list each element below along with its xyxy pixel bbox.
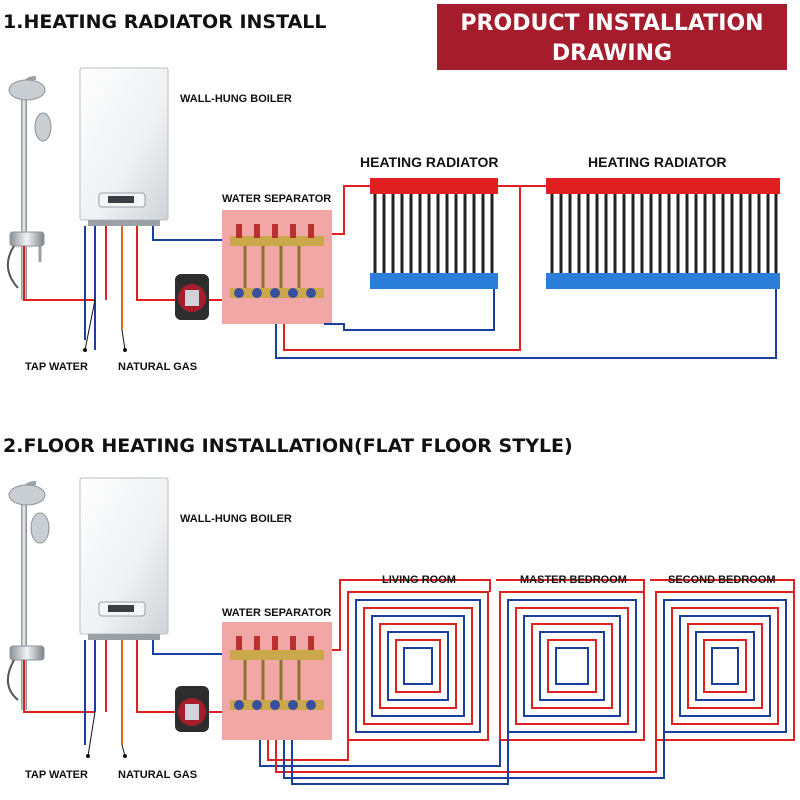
section2-title: 2.FLOOR HEATING INSTALLATION(FLAT FLOOR …	[3, 435, 573, 457]
pump-icon	[150, 686, 222, 732]
room3-label: SECOND BEDROOM	[668, 574, 776, 586]
room2-label: MASTER BEDROOM	[520, 574, 627, 586]
radiator2-label: HEATING RADIATOR	[588, 154, 726, 170]
floor-coil-icon	[347, 591, 795, 741]
banner-line2: DRAWING	[552, 41, 672, 66]
natural-gas-label: NATURAL GAS	[118, 361, 197, 373]
radiator-icon	[370, 178, 498, 289]
boiler-pipes	[84, 226, 228, 350]
shower-icon	[7, 76, 95, 301]
shower-icon	[7, 481, 95, 713]
boiler-icon	[79, 477, 169, 640]
radiator-pipes	[275, 185, 777, 359]
radiator1-label: HEATING RADIATOR	[360, 154, 498, 170]
radiator-icon	[546, 178, 780, 289]
pump-icon	[150, 274, 228, 320]
boiler-icon	[79, 67, 169, 226]
section1-title: 1.HEATING RADIATOR INSTALL	[3, 11, 327, 33]
floor-supply-pipes	[259, 579, 795, 785]
manifold-icon	[222, 622, 332, 740]
boiler-pipes	[84, 640, 222, 745]
banner-line1: PRODUCT INSTALLATION	[460, 11, 763, 36]
room1-label: LIVING ROOM	[382, 574, 456, 586]
tap-water-label: TAP WATER	[25, 361, 88, 373]
boiler-label: WALL-HUNG BOILER	[180, 513, 292, 525]
boiler-label: WALL-HUNG BOILER	[180, 93, 292, 105]
natural-gas-label: NATURAL GAS	[118, 769, 197, 781]
separator-label: WATER SEPARATOR	[222, 607, 331, 619]
tap-water-label: TAP WATER	[25, 769, 88, 781]
separator-label: WATER SEPARATOR	[222, 193, 331, 205]
manifold-icon	[222, 210, 332, 324]
title-banner: PRODUCT INSTALLATION DRAWING	[435, 2, 789, 72]
